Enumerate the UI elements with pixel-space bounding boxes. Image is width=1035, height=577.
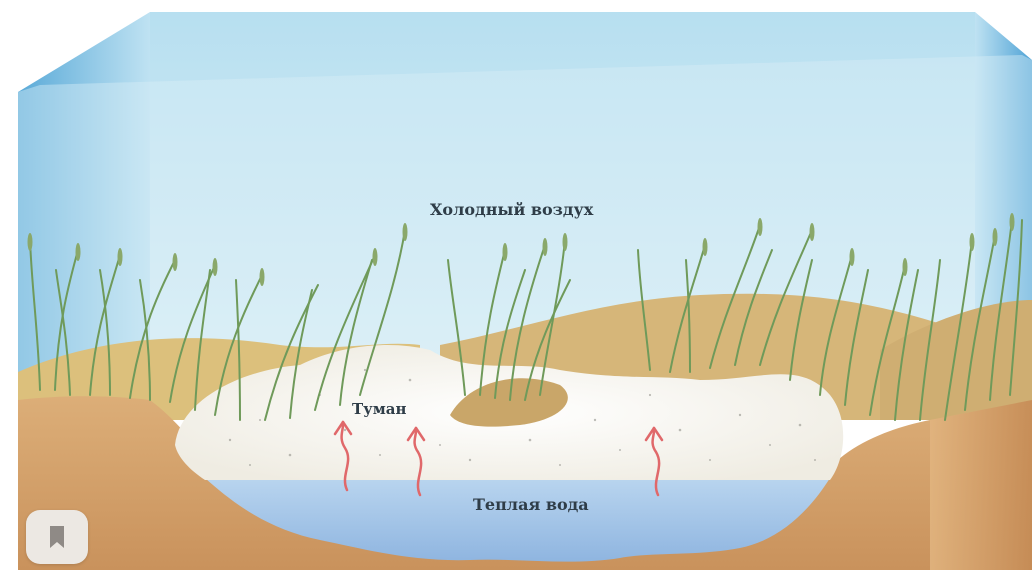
soil-right-side <box>930 400 1032 570</box>
bookmark-button[interactable] <box>26 510 88 564</box>
bookmark-icon <box>48 525 66 549</box>
fog-label: Туман <box>352 400 407 418</box>
cold-air-label: Холодный воздух <box>430 200 593 219</box>
warm-water-label: Теплая вода <box>473 495 589 514</box>
